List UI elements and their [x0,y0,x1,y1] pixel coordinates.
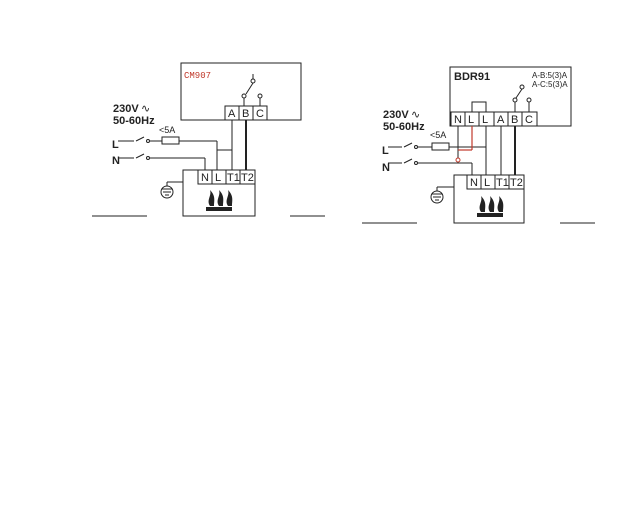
boiler2-terminal-n: N [470,177,478,189]
line-conductor [118,136,218,170]
rating-ab: A-B:5(3)A [532,71,568,80]
line-conductor-2 [388,126,487,175]
left-diagram: CM907 A B C 230V ∿ 50-60Hz <5A L N [92,62,325,217]
neutral-label-2: N [382,162,390,174]
flame-icon-2 [477,196,504,217]
line-label-2: L [382,145,389,157]
boiler-terminal-n: N [201,172,209,184]
bdr-terminal-l2: L [482,114,488,126]
supply-frequency-2: 50-60Hz [383,121,425,133]
earth-icon [160,181,183,199]
bdr-terminal-c: C [525,114,533,126]
cm907-relay-contact [241,74,263,106]
flame-icon [206,190,233,211]
cm907-label: CM907 [184,71,211,81]
supply-voltage-2: 230V [383,109,409,121]
neutral-conductor [118,153,206,170]
boiler-terminal-t2: T2 [241,172,254,184]
terminal-a: A [228,108,236,120]
boiler-terminal-t1: T1 [227,172,240,184]
fuse-icon-2 [431,142,450,151]
fuse-rating: <5A [159,125,175,135]
bdr91-terminal-block: N L L A B C [450,111,538,127]
cm907-terminal-block: A B C [224,105,268,121]
fuse-icon [161,136,180,145]
boiler-terminal-l: L [215,172,221,184]
boiler2-terminal-t2: T2 [510,177,523,189]
left-boiler: N L T1 T2 [182,169,256,217]
terminal-c: C [256,108,264,120]
bdr-terminal-n: N [454,114,462,126]
neutral-label: N [112,155,120,167]
bdr-terminal-a: A [497,114,505,126]
supply-frequency: 50-60Hz [113,115,155,127]
internal-link [471,101,487,112]
earth-icon-2 [430,186,454,204]
fuse-rating-2: <5A [430,130,446,140]
boiler2-terminal-t1: T1 [496,177,509,189]
bdr-terminal-b: B [511,114,518,126]
right-boiler: N L T1 T2 [453,174,525,224]
bdr91-relay-contact [512,84,532,112]
boiler2-terminal-l: L [484,177,490,189]
bdr-terminal-l1: L [468,114,474,126]
right-diagram: BDR91 A-B:5(3)A A-C:5(3)A N L L A B [362,66,595,224]
ac-symbol: ∿ [141,103,150,115]
neutral-conductor-2 [388,126,473,175]
line-label: L [112,139,119,151]
terminal-b: B [242,108,249,120]
ac-symbol-2: ∿ [411,109,420,121]
bdr91-label: BDR91 [454,71,490,83]
supply-voltage: 230V [113,103,139,115]
rating-ac: A-C:5(3)A [532,80,568,89]
